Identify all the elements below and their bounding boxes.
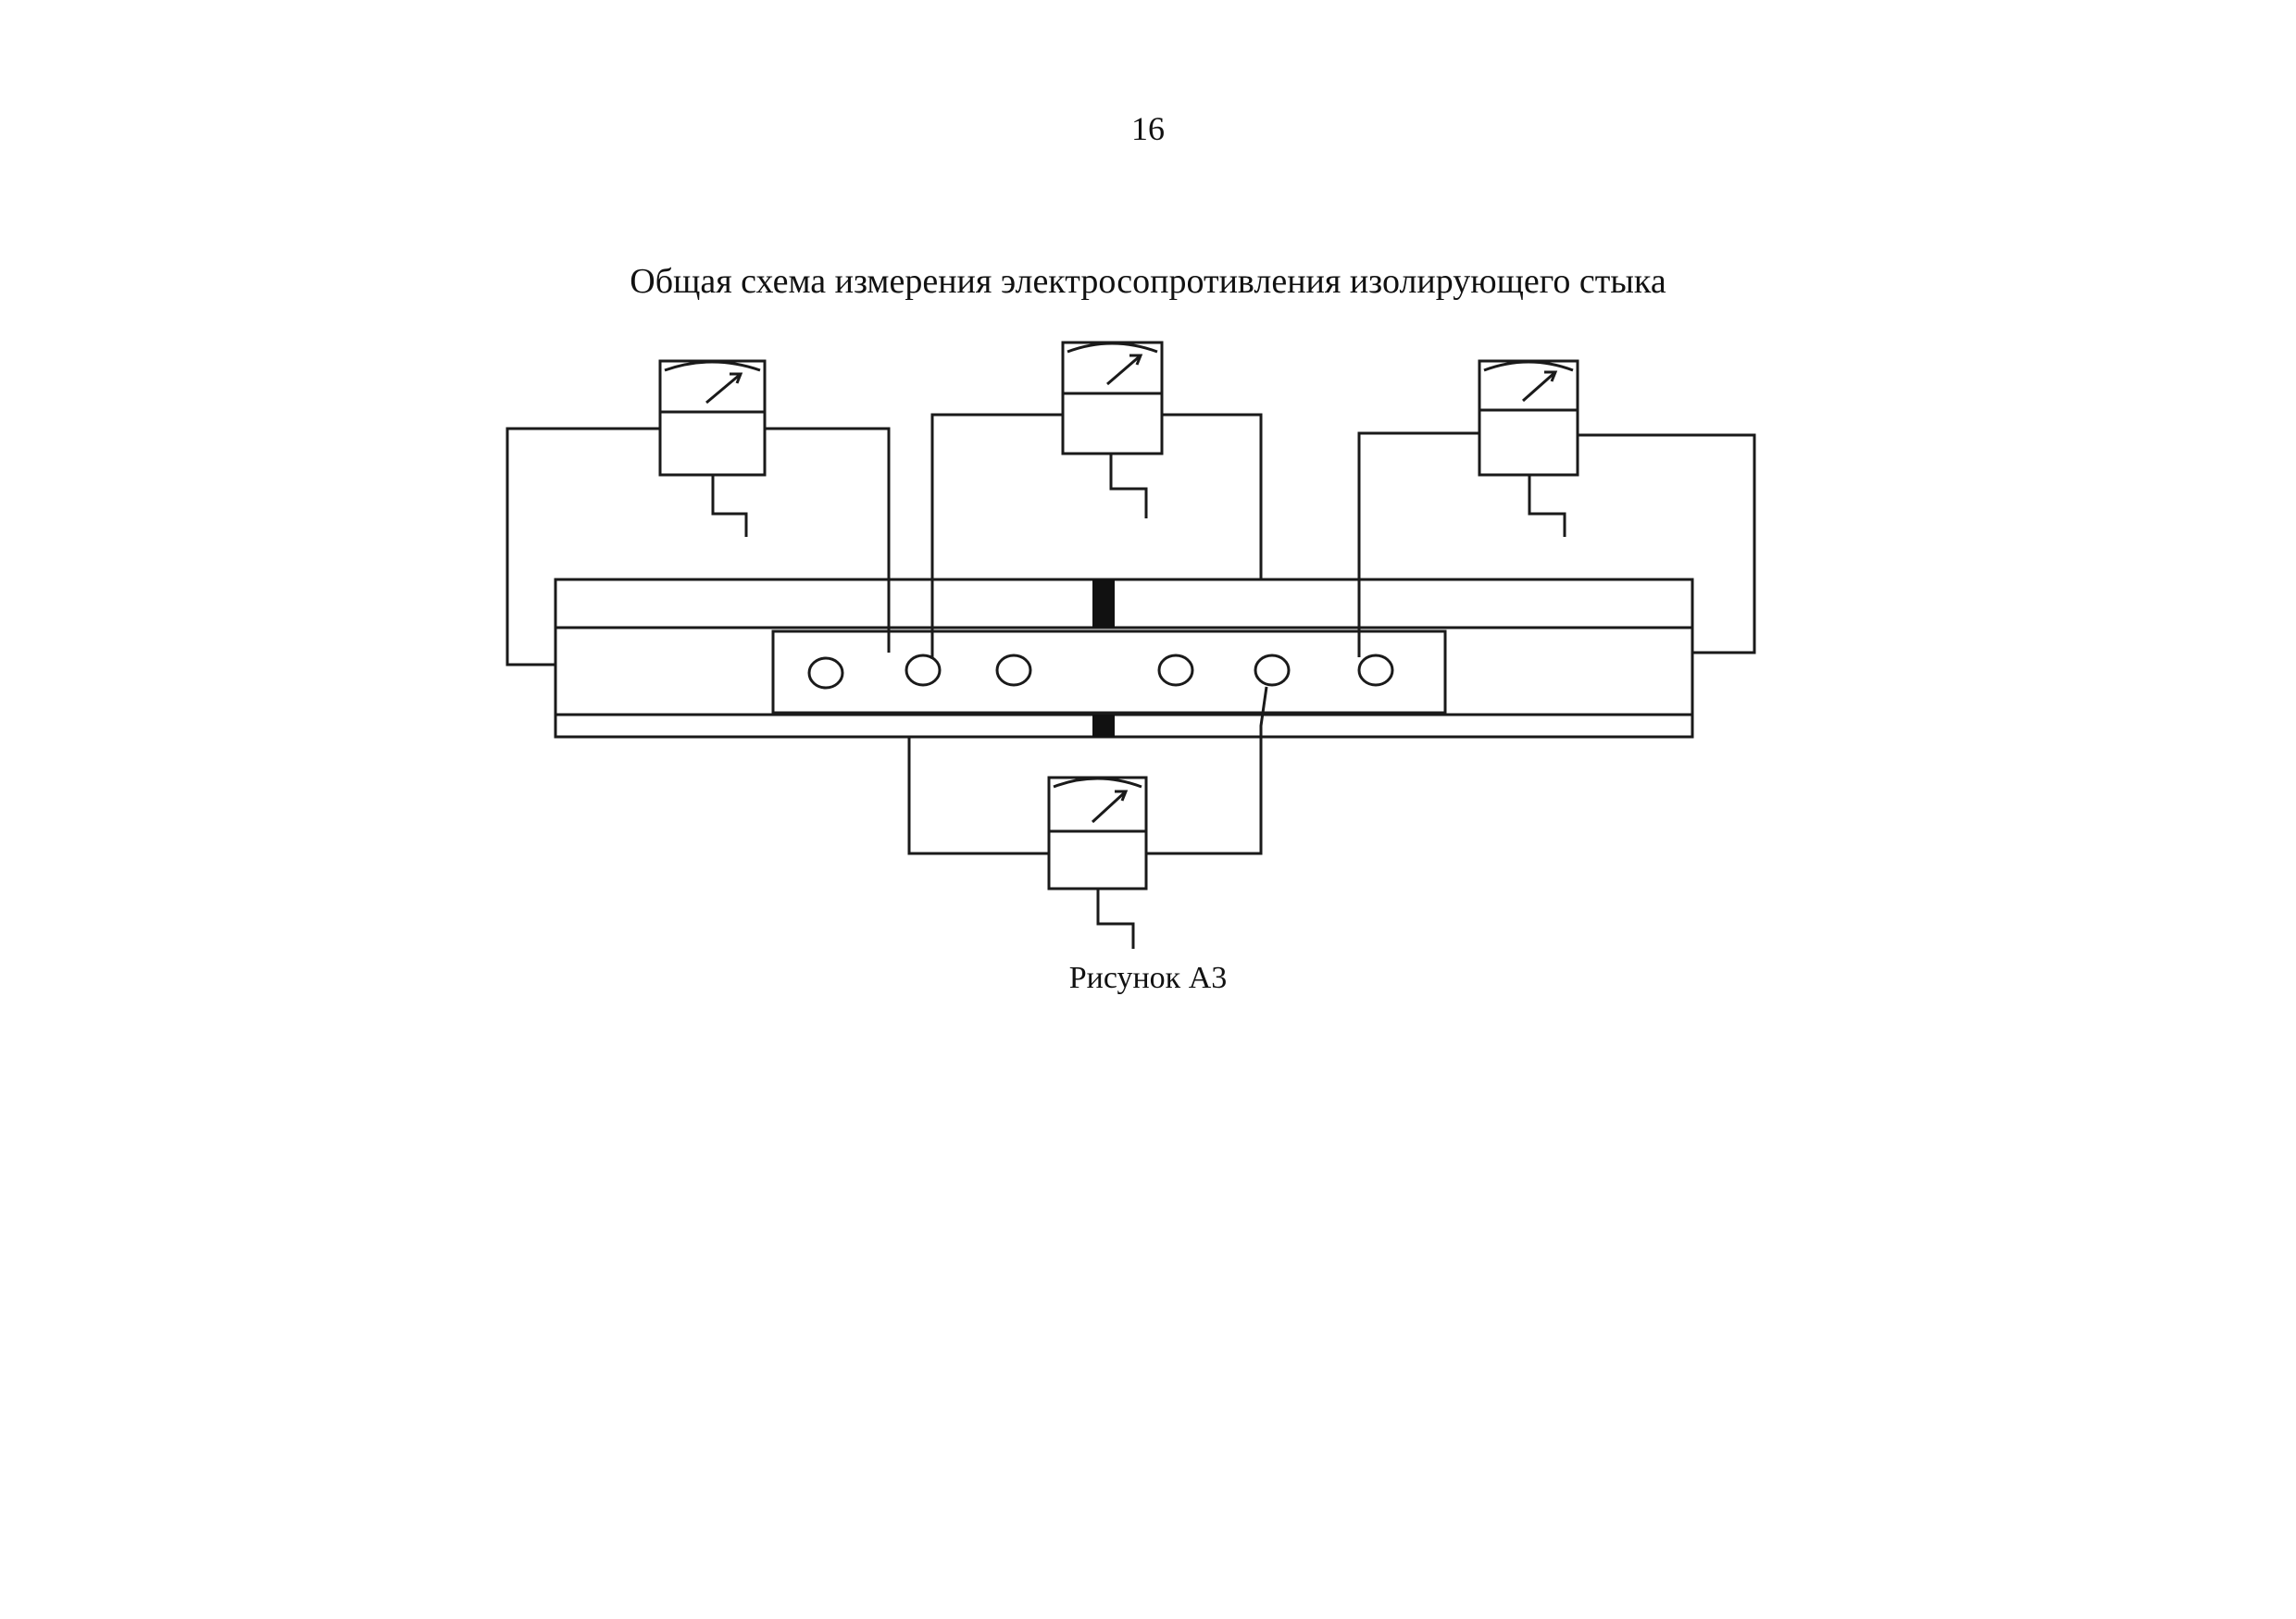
bolt-hole <box>1254 654 1291 687</box>
meter-body <box>1061 392 1164 455</box>
meter-dial-arc <box>664 360 761 372</box>
wire-top-right-b <box>1578 433 1756 654</box>
wire-top-left-a <box>505 427 660 666</box>
meter-body <box>1047 829 1148 890</box>
wire-top-center-a <box>930 413 1063 659</box>
meter-dial-arc <box>1053 777 1142 789</box>
wire-bottom-center-a <box>907 737 1049 855</box>
wire-top-center-b <box>1162 413 1263 579</box>
meter-dial-arc <box>1483 360 1574 372</box>
joint-bar <box>771 629 1447 715</box>
rail-foot <box>554 713 1694 739</box>
bolt-hole <box>807 656 844 690</box>
rail-assembly <box>554 578 1694 739</box>
meter-dial-face <box>1061 341 1164 395</box>
meter-dial-arc <box>1067 342 1158 354</box>
bolt-hole <box>905 654 942 687</box>
meter-top-center <box>1061 341 1164 518</box>
wire-top-right-a <box>1357 431 1479 657</box>
meter-ground-lead <box>1528 475 1566 537</box>
meter-ground-lead <box>1096 889 1135 949</box>
figure-caption: Рисунок А3 <box>1068 961 1228 995</box>
meter-body <box>1478 408 1579 477</box>
wiring <box>505 413 1756 855</box>
meter-dial-face <box>1478 359 1579 412</box>
wire-bottom-center-b <box>1146 686 1268 855</box>
meter-dial-face <box>1047 776 1148 833</box>
meter-gauge-icon <box>705 372 743 405</box>
bolt-hole <box>995 654 1032 687</box>
meter-top-left <box>658 359 767 537</box>
insulating-gap-bottom <box>1092 715 1115 737</box>
insulating-gap-top <box>1092 579 1115 628</box>
meter-dial-face <box>658 359 767 414</box>
bolt-hole <box>1157 654 1194 687</box>
meter-top-right <box>1478 359 1579 537</box>
rail-head <box>554 578 1694 629</box>
meter-ground-lead <box>1109 454 1148 518</box>
meter-bottom-center <box>1047 776 1148 949</box>
meter-ground-lead <box>711 475 748 537</box>
page-number: 16 <box>1131 110 1165 147</box>
wire-top-left-b <box>765 427 891 653</box>
meter-body <box>658 410 767 477</box>
meter-gauge-icon <box>1091 790 1129 824</box>
meter-gauge-icon <box>1106 354 1143 386</box>
figure-title: Общая схема измерения электросопротивлен… <box>630 262 1666 301</box>
bolt-hole <box>1357 654 1394 687</box>
meter-gauge-icon <box>1522 370 1558 403</box>
